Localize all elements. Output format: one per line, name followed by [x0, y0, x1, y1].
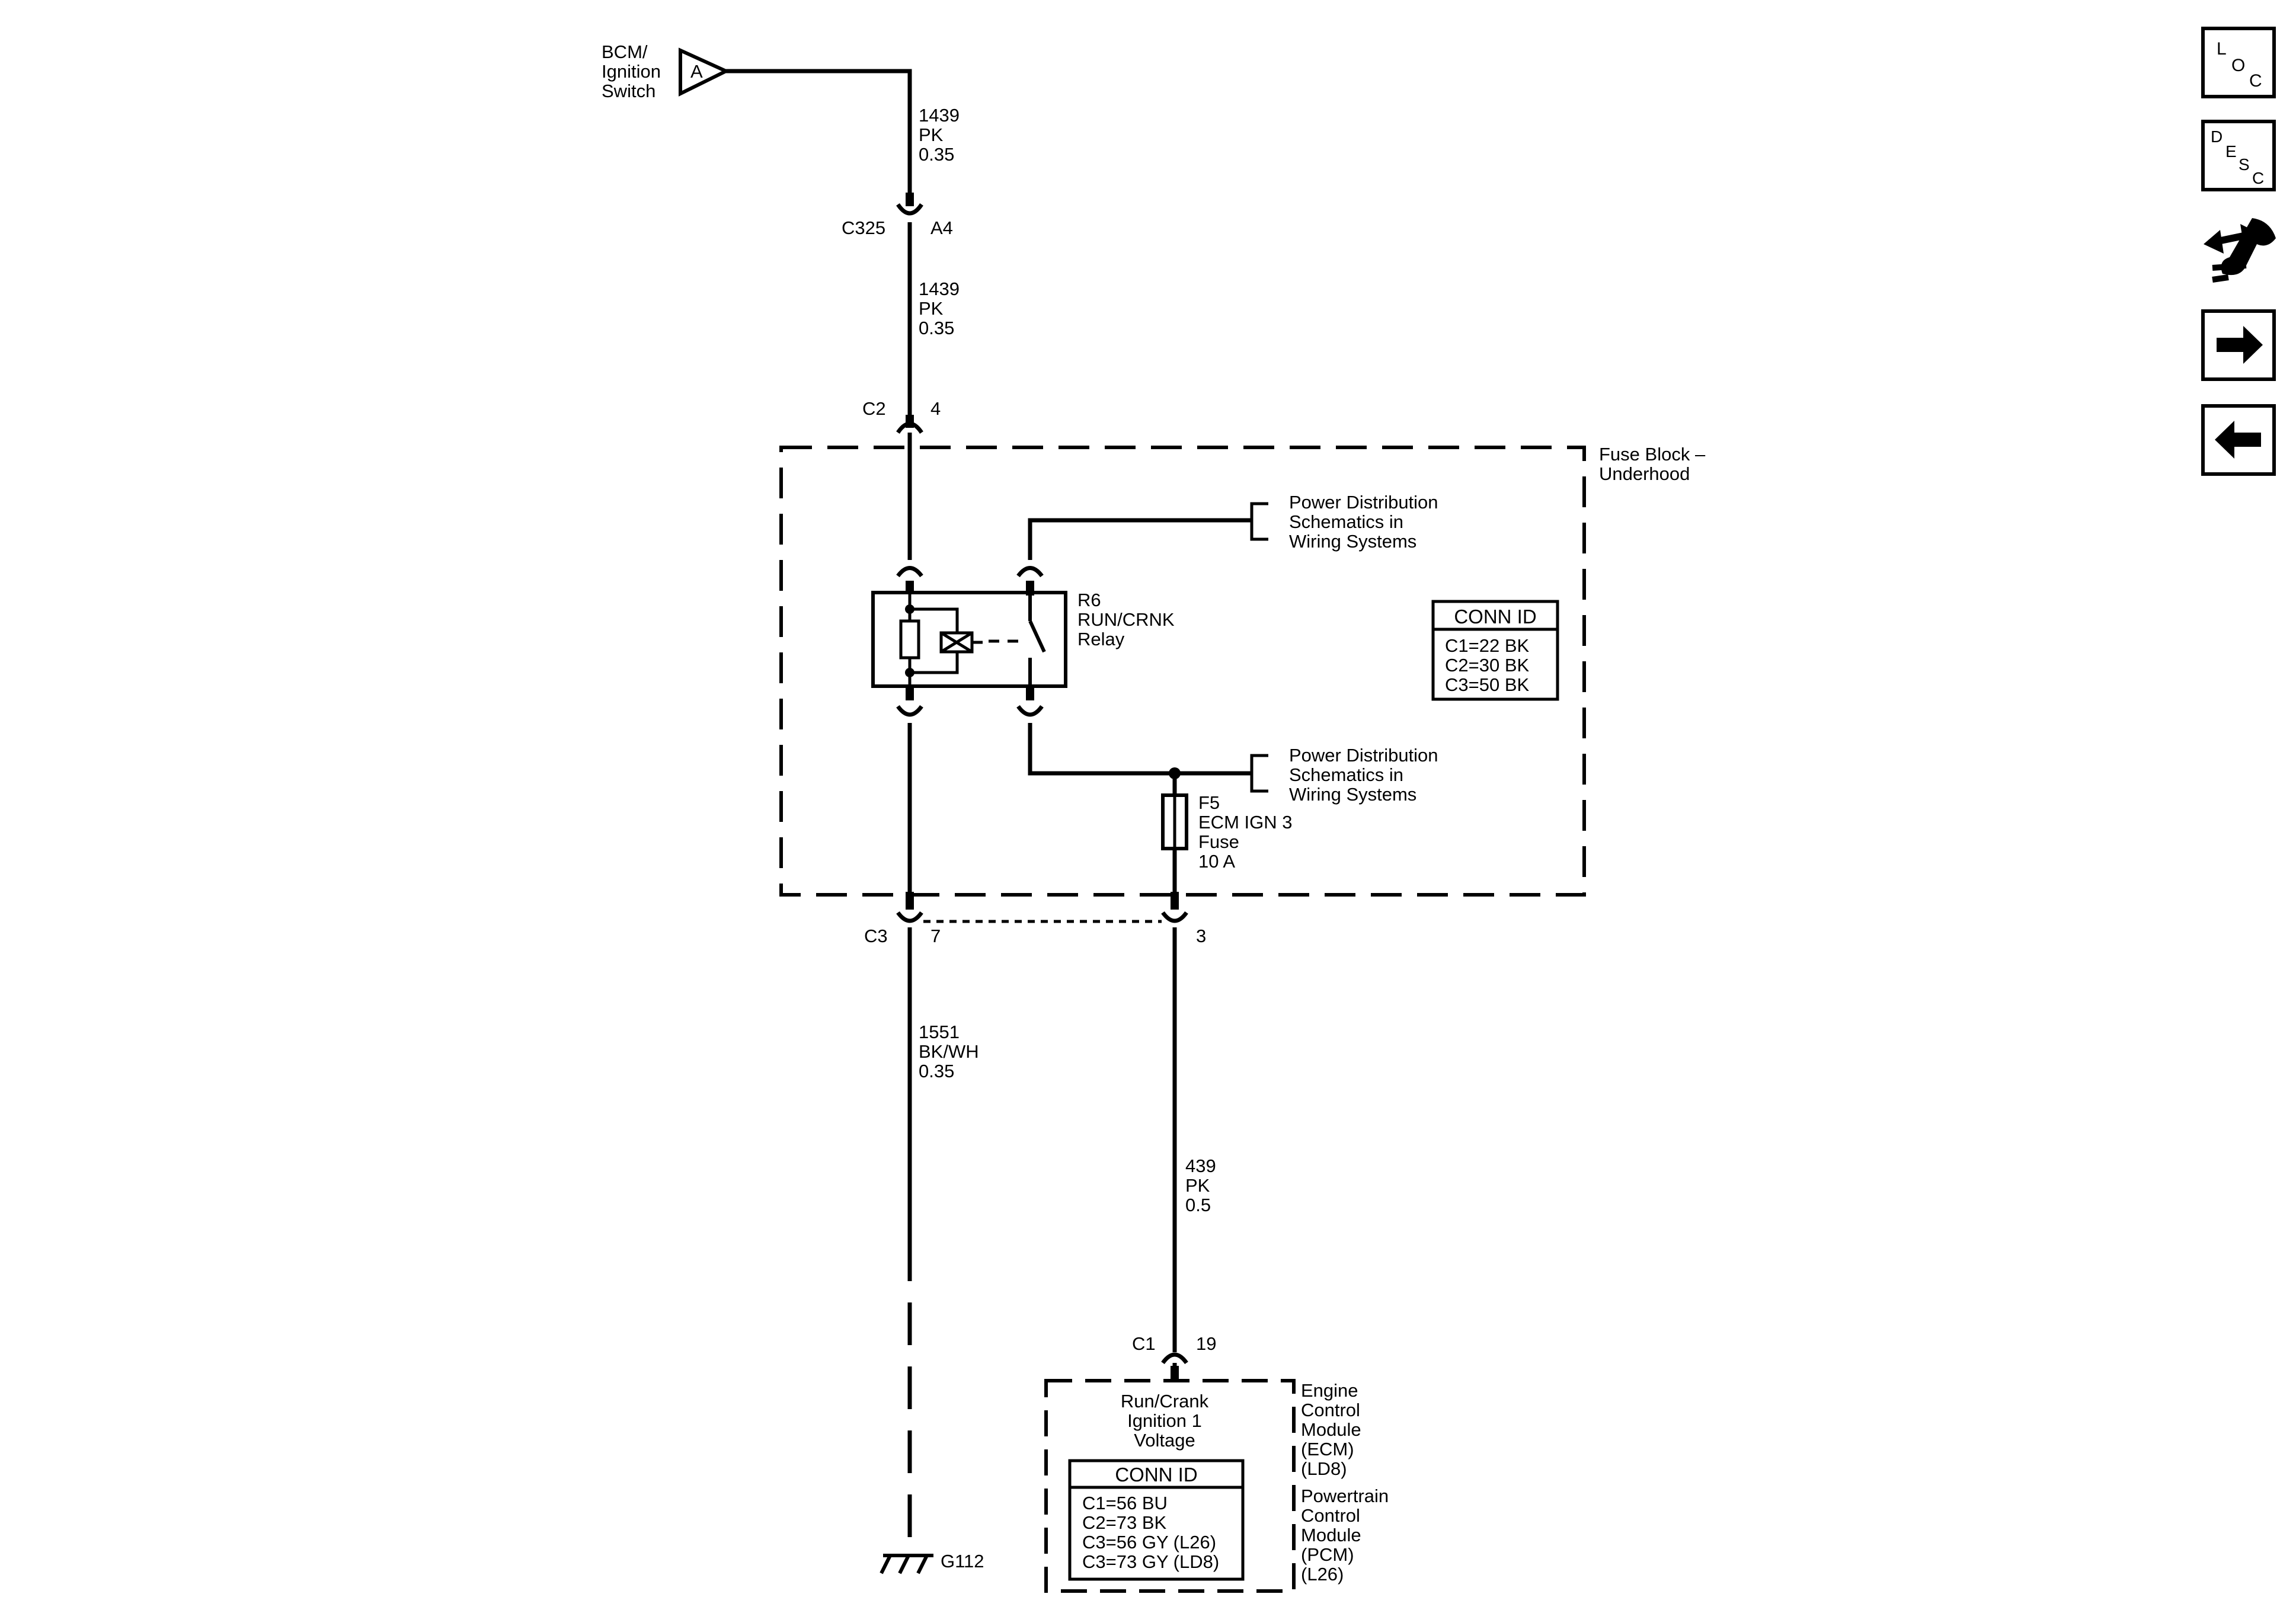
relay-coil-junction-top	[905, 604, 914, 614]
power-dist-top-bracket	[1250, 502, 1268, 541]
wire-power-top	[1028, 518, 1252, 560]
ecm-conn-id-title: CONN ID	[1115, 1464, 1197, 1486]
c3-pin3-connector	[1161, 911, 1188, 923]
fuse-block-conn-id-box	[1431, 600, 1559, 701]
fuse-block-conn-id-title: CONN ID	[1454, 606, 1536, 628]
c325-connector	[896, 203, 923, 216]
ground-label: G112	[941, 1551, 984, 1571]
previous-page-button[interactable]	[2201, 404, 2276, 476]
relay-in-right-connector	[1016, 566, 1044, 578]
relay-coil-resistor	[899, 619, 920, 660]
fuse-block-boundary	[779, 446, 1586, 897]
desc-button[interactable]: D E S C	[2201, 120, 2276, 191]
loc-letter-c: C	[2249, 71, 2262, 91]
ground-hatch-1	[880, 1554, 892, 1574]
c1-name: C1	[1132, 1333, 1156, 1354]
loc-letter-l: L	[2217, 39, 2227, 59]
c3-pin3: 3	[1196, 926, 1206, 946]
source-flag-a	[679, 47, 731, 97]
next-page-button[interactable]	[2201, 309, 2276, 381]
c3-connector	[896, 911, 923, 923]
c3-pin: 7	[930, 926, 941, 946]
c1-pin: 19	[1196, 1333, 1216, 1354]
desc-letter-e: E	[2225, 142, 2237, 161]
relay-coil-symbol	[939, 631, 983, 654]
desc-letter-c: C	[2252, 169, 2264, 187]
power-dist-bottom-bracket	[1250, 754, 1268, 793]
relay-coil-junction-bottom	[905, 668, 914, 677]
c325-name: C325	[842, 217, 885, 238]
ground-hatch-3	[916, 1554, 929, 1574]
connector-repair-icon[interactable]	[2203, 213, 2277, 284]
ground-hatch-2	[898, 1554, 910, 1574]
relay-out-right-connector	[1016, 705, 1044, 717]
arrow-left-icon	[2215, 421, 2261, 459]
wire-power-bottom	[1028, 723, 1252, 776]
ecm-conn-id-box	[1068, 1459, 1245, 1581]
relay-out-left-connector	[896, 705, 923, 717]
c1-connector	[1161, 1352, 1188, 1365]
fuse-feed-splice	[1169, 767, 1181, 779]
c2-name: C2	[862, 398, 886, 419]
c2-pin: 4	[930, 398, 941, 419]
c2-connector	[896, 421, 923, 434]
loc-letter-o: O	[2231, 56, 2245, 75]
wire-1439-top	[726, 69, 912, 193]
desc-letter-s: S	[2239, 155, 2250, 174]
c3-name: C3	[864, 926, 888, 946]
relay-body	[871, 591, 1067, 688]
c325-pin: A4	[930, 217, 953, 238]
source-flag-letter: A	[690, 61, 703, 82]
relay-in-left-connector	[896, 566, 923, 578]
loc-button[interactable]: L O C	[2201, 27, 2276, 98]
desc-letter-d: D	[2211, 127, 2223, 146]
arrow-right-icon	[2217, 326, 2263, 364]
ecm-module-boundary	[1044, 1379, 1296, 1593]
fuse-block-label: Fuse Block –Underhood	[1599, 444, 1706, 484]
relay-switch-blade	[1028, 620, 1046, 653]
